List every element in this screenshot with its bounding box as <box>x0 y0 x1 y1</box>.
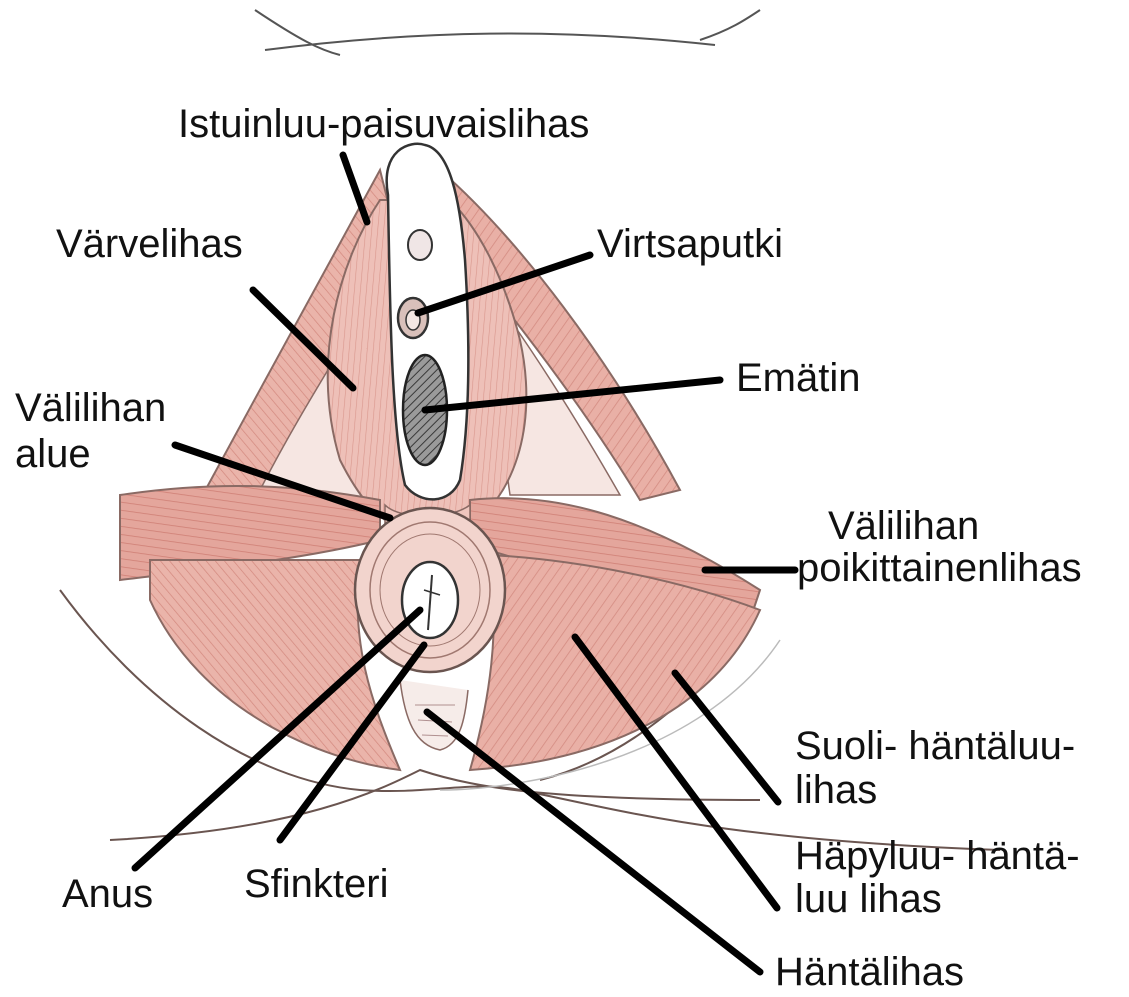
label-anus: Anus <box>62 872 153 916</box>
label-urethra: Virtsaputki <box>597 222 783 266</box>
label-iliococcygeus-line2: lihas <box>795 768 877 812</box>
pubic-arch-sketch <box>255 10 340 55</box>
label-urethral-sphincter: Värvelihas <box>56 222 243 266</box>
label-transverse-perineal-line2: poikittainenlihas <box>797 546 1082 590</box>
leader-coccygeus <box>427 712 760 972</box>
label-pubococcygeus-line1: Häpyluu- häntä- <box>795 834 1080 878</box>
label-iliococcygeus-line1: Suoli- häntäluu- <box>795 724 1075 768</box>
label-perineal-body-line1: Välilihan <box>15 386 166 430</box>
label-coccygeus: Häntälihas <box>775 950 964 994</box>
label-vagina: Emätin <box>736 356 861 400</box>
label-perineal-body-line2: alue <box>15 432 91 476</box>
leader-ischiocavernosus <box>343 155 367 222</box>
label-transverse-perineal-line1: Välilihan <box>828 504 979 548</box>
label-ischiocavernosus: Istuinluu-paisuvaislihas <box>178 102 589 146</box>
label-sphincter: Sfinkteri <box>244 862 389 906</box>
label-pubococcygeus-line2: luu lihas <box>795 877 942 921</box>
leader-iliococcygeus <box>675 673 778 802</box>
